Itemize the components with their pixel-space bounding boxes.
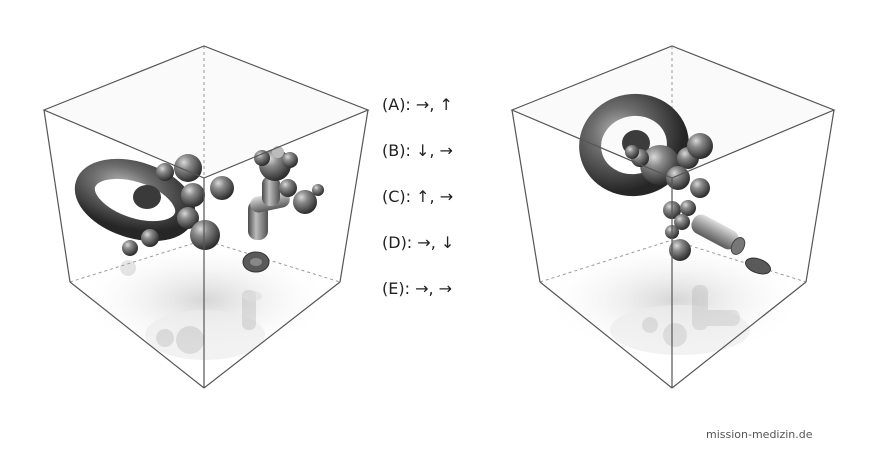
option-e[interactable]: (E): →, → (382, 279, 453, 298)
answer-options: (A): →, ↑ (B): ↓, → (C): ↑, → (D): →, ↓ … (382, 92, 492, 322)
option-d[interactable]: (D): →, ↓ (382, 233, 455, 252)
left-reflection (120, 260, 256, 354)
right-molecule (579, 93, 771, 275)
right-reflection (642, 285, 740, 347)
left-molecule (74, 146, 324, 301)
option-a[interactable]: (A): →, ↑ (382, 95, 453, 114)
left-cube (42, 45, 370, 389)
option-c[interactable]: (C): ↑, → (382, 187, 454, 206)
left-cube-edges (42, 45, 370, 389)
option-b[interactable]: (B): ↓, → (382, 141, 453, 160)
right-cube (510, 45, 836, 389)
watermark: mission-medizin.de (706, 428, 813, 441)
right-cube-edges (510, 45, 836, 389)
